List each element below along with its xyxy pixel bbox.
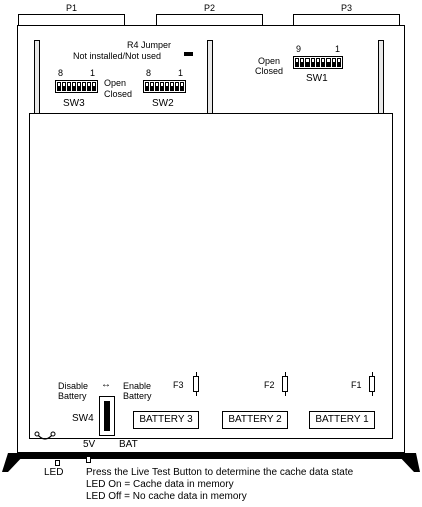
sw3-name: SW3 <box>63 98 85 109</box>
jumper-block <box>184 52 193 56</box>
mounting-rail <box>2 453 420 472</box>
sw2-right-number: 1 <box>178 68 184 78</box>
fuse-f3 <box>193 372 199 396</box>
sw2-left-number: 8 <box>146 68 152 78</box>
jumper-title: R4 Jumper <box>127 40 172 50</box>
connector-p1-label: P1 <box>65 3 77 13</box>
connector-p1: P1 <box>18 3 125 25</box>
led-instruction: Press the Live Test Button to determine … <box>86 467 354 478</box>
led-5v-marker <box>86 456 91 463</box>
connector-p2: P2 <box>156 3 263 25</box>
fuse-f2 <box>282 372 288 396</box>
connector-p2-label: P2 <box>203 3 215 13</box>
sw4-disable-label: Disable Battery <box>58 381 89 401</box>
cache-module <box>29 113 393 439</box>
mounting-post-left <box>34 40 40 116</box>
power-bat-label: BAT <box>119 439 138 450</box>
sw1-name: SW1 <box>306 73 328 84</box>
sw1-closed-label: Closed <box>255 66 284 76</box>
power-5v-label: 5V <box>83 439 96 450</box>
sw2-closed-label: Closed <box>104 89 133 99</box>
live-test-button-icon[interactable] <box>34 431 56 443</box>
sw4-switch[interactable] <box>99 396 115 436</box>
mounting-post-right <box>378 40 384 116</box>
sw4-enable-label: Enable Battery <box>123 381 152 401</box>
fuse-f2-label: F2 <box>264 380 275 390</box>
sw3-dip-switch[interactable] <box>55 80 98 93</box>
sw3-left-number: 8 <box>58 68 64 78</box>
sw1-open-label: Open <box>258 56 281 66</box>
fuse-f1 <box>369 372 375 396</box>
connector-p3: P3 <box>293 3 400 25</box>
led-indicator <box>55 460 60 466</box>
sw1-dip-switch[interactable] <box>293 56 343 69</box>
fuse-f3-label: F3 <box>173 380 184 390</box>
sw4-arrow-icon: ↔ <box>101 379 111 390</box>
connector-p3-label: P3 <box>340 3 352 13</box>
sw2-name: SW2 <box>152 98 174 109</box>
sw4-name: SW4 <box>72 413 94 424</box>
sw2-dip-switch[interactable] <box>143 80 186 93</box>
led-label: LED <box>44 467 64 478</box>
jumper-status: Not installed/Not used <box>73 51 162 61</box>
mounting-post-middle <box>207 40 213 116</box>
sw4-slider[interactable] <box>104 401 110 431</box>
sw1-right-number: 1 <box>335 44 341 54</box>
led-on-note: LED On = Cache data in memory <box>86 479 234 490</box>
led-off-note: LED Off = No cache data in memory <box>86 491 247 502</box>
sw1-left-number: 9 <box>296 44 302 54</box>
battery-2: BATTERY 2 <box>222 411 288 429</box>
battery-3: BATTERY 3 <box>133 411 199 429</box>
battery-1: BATTERY 1 <box>309 411 375 429</box>
fuse-f1-label: F1 <box>351 380 362 390</box>
sw2-open-label: Open <box>104 78 127 88</box>
sw3-right-number: 1 <box>90 68 96 78</box>
